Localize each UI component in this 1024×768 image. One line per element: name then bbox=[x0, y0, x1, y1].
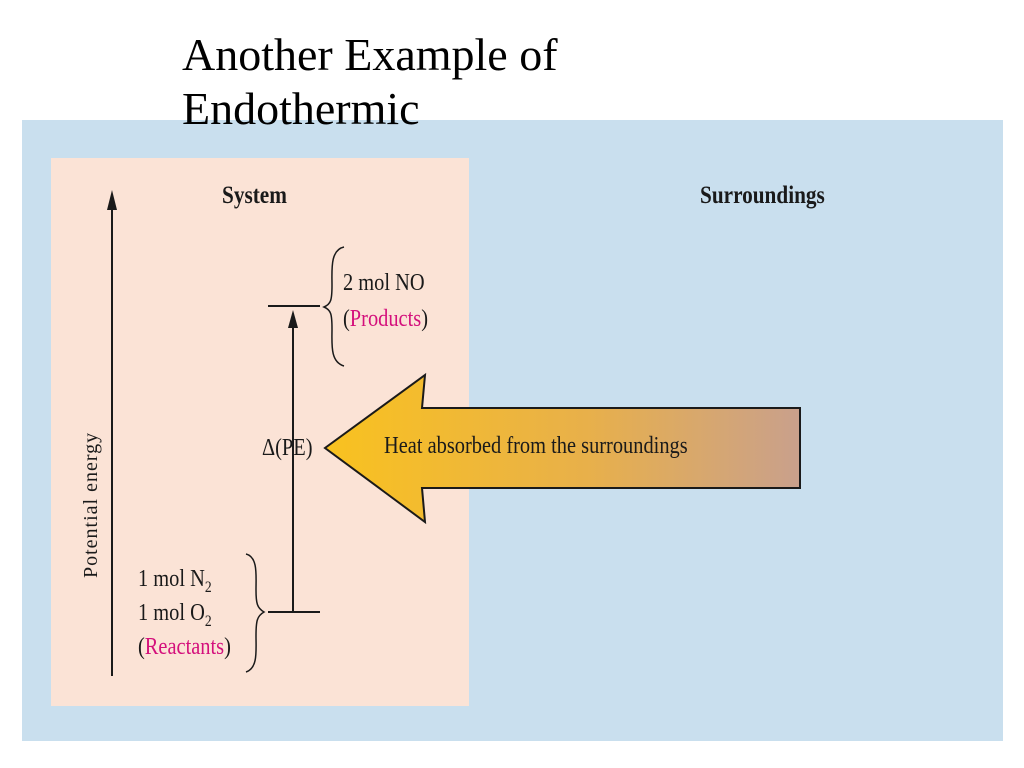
heat-arrow bbox=[323, 372, 801, 525]
system-heading: System bbox=[222, 182, 287, 209]
reactant-n2-subscript: 2 bbox=[204, 579, 212, 596]
delta-pe-label: Δ(PE) bbox=[262, 435, 313, 461]
potential-energy-axis bbox=[107, 190, 117, 676]
title-line-2: Endothermic bbox=[182, 83, 420, 134]
reactant-n2-prefix: 1 mol N bbox=[138, 566, 205, 592]
delta-pe-arrow bbox=[288, 310, 298, 612]
products-open-paren: ( bbox=[343, 306, 350, 332]
surroundings-heading: Surroundings bbox=[700, 182, 825, 209]
reactants-close-paren: ) bbox=[224, 634, 231, 660]
reactant-o2: 1 mol O2 bbox=[138, 600, 212, 630]
products-label: (Products) bbox=[343, 306, 428, 333]
title-line-1: Another Example of bbox=[182, 29, 558, 80]
heat-arrow-label: Heat absorbed from the surroundings bbox=[384, 433, 688, 459]
reactant-o2-subscript: 2 bbox=[204, 613, 212, 630]
reactants-open-paren: ( bbox=[138, 634, 145, 660]
products-close-paren: ) bbox=[421, 306, 428, 332]
products-amount: 2 mol NO bbox=[343, 270, 425, 296]
products-brace bbox=[322, 246, 345, 367]
reactants-brace bbox=[245, 553, 266, 673]
products-word: Products bbox=[349, 306, 422, 332]
y-axis-label: Potential energy bbox=[80, 431, 102, 578]
reactant-o2-prefix: 1 mol O bbox=[138, 600, 205, 626]
reactants-word: Reactants bbox=[144, 634, 225, 660]
reactant-n2: 1 mol N2 bbox=[138, 566, 212, 596]
slide-title: Another Example of Endothermic bbox=[182, 28, 742, 136]
reactants-label: (Reactants) bbox=[138, 634, 231, 661]
